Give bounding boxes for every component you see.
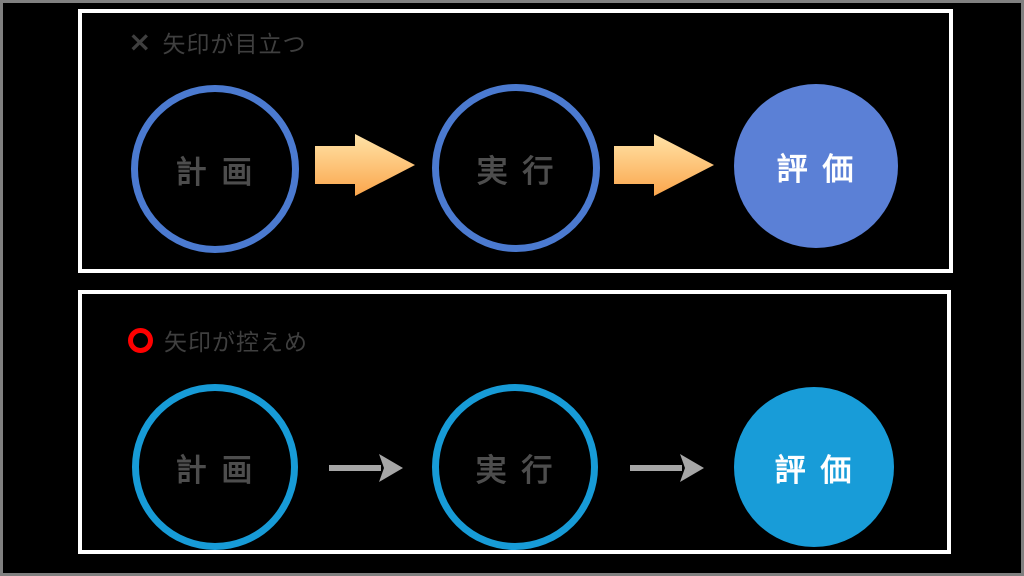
block-arrow-icon (315, 134, 415, 196)
block-arrow-icon (614, 134, 714, 196)
thin-arrow-icon (630, 453, 704, 483)
step-circle-plan: 計 画 (131, 85, 299, 253)
panel-caption-prominent: × 矢印が目立つ (128, 25, 307, 59)
thin-arrow-icon (329, 453, 403, 483)
panel-subtle-arrows: 矢印が控えめ 計 画 実 行 評 価 (78, 290, 951, 554)
step-label-plan: 計 画 (175, 154, 255, 191)
panel-caption-text: 矢印が控えめ (164, 330, 308, 356)
step-label-evaluate: 評 価 (774, 452, 854, 489)
ring-mark-icon (128, 327, 153, 353)
step-label-evaluate: 評 価 (776, 151, 856, 188)
step-circle-evaluate: 評 価 (734, 387, 894, 547)
panel-caption-subtle: 矢印が控えめ (128, 325, 308, 356)
panel-caption-text: 矢印が目立つ (162, 32, 307, 58)
step-label-do: 実 行 (475, 452, 555, 489)
step-circle-do: 実 行 (432, 384, 598, 550)
panel-prominent-arrows: × 矢印が目立つ 計 画 実 行 評 価 (78, 9, 953, 273)
cross-mark-icon: × (128, 25, 152, 58)
step-circle-evaluate: 評 価 (734, 84, 898, 248)
step-circle-plan: 計 画 (132, 384, 298, 550)
step-circle-do: 実 行 (432, 84, 600, 252)
step-label-do: 実 行 (476, 153, 556, 190)
step-label-plan: 計 画 (175, 452, 255, 489)
